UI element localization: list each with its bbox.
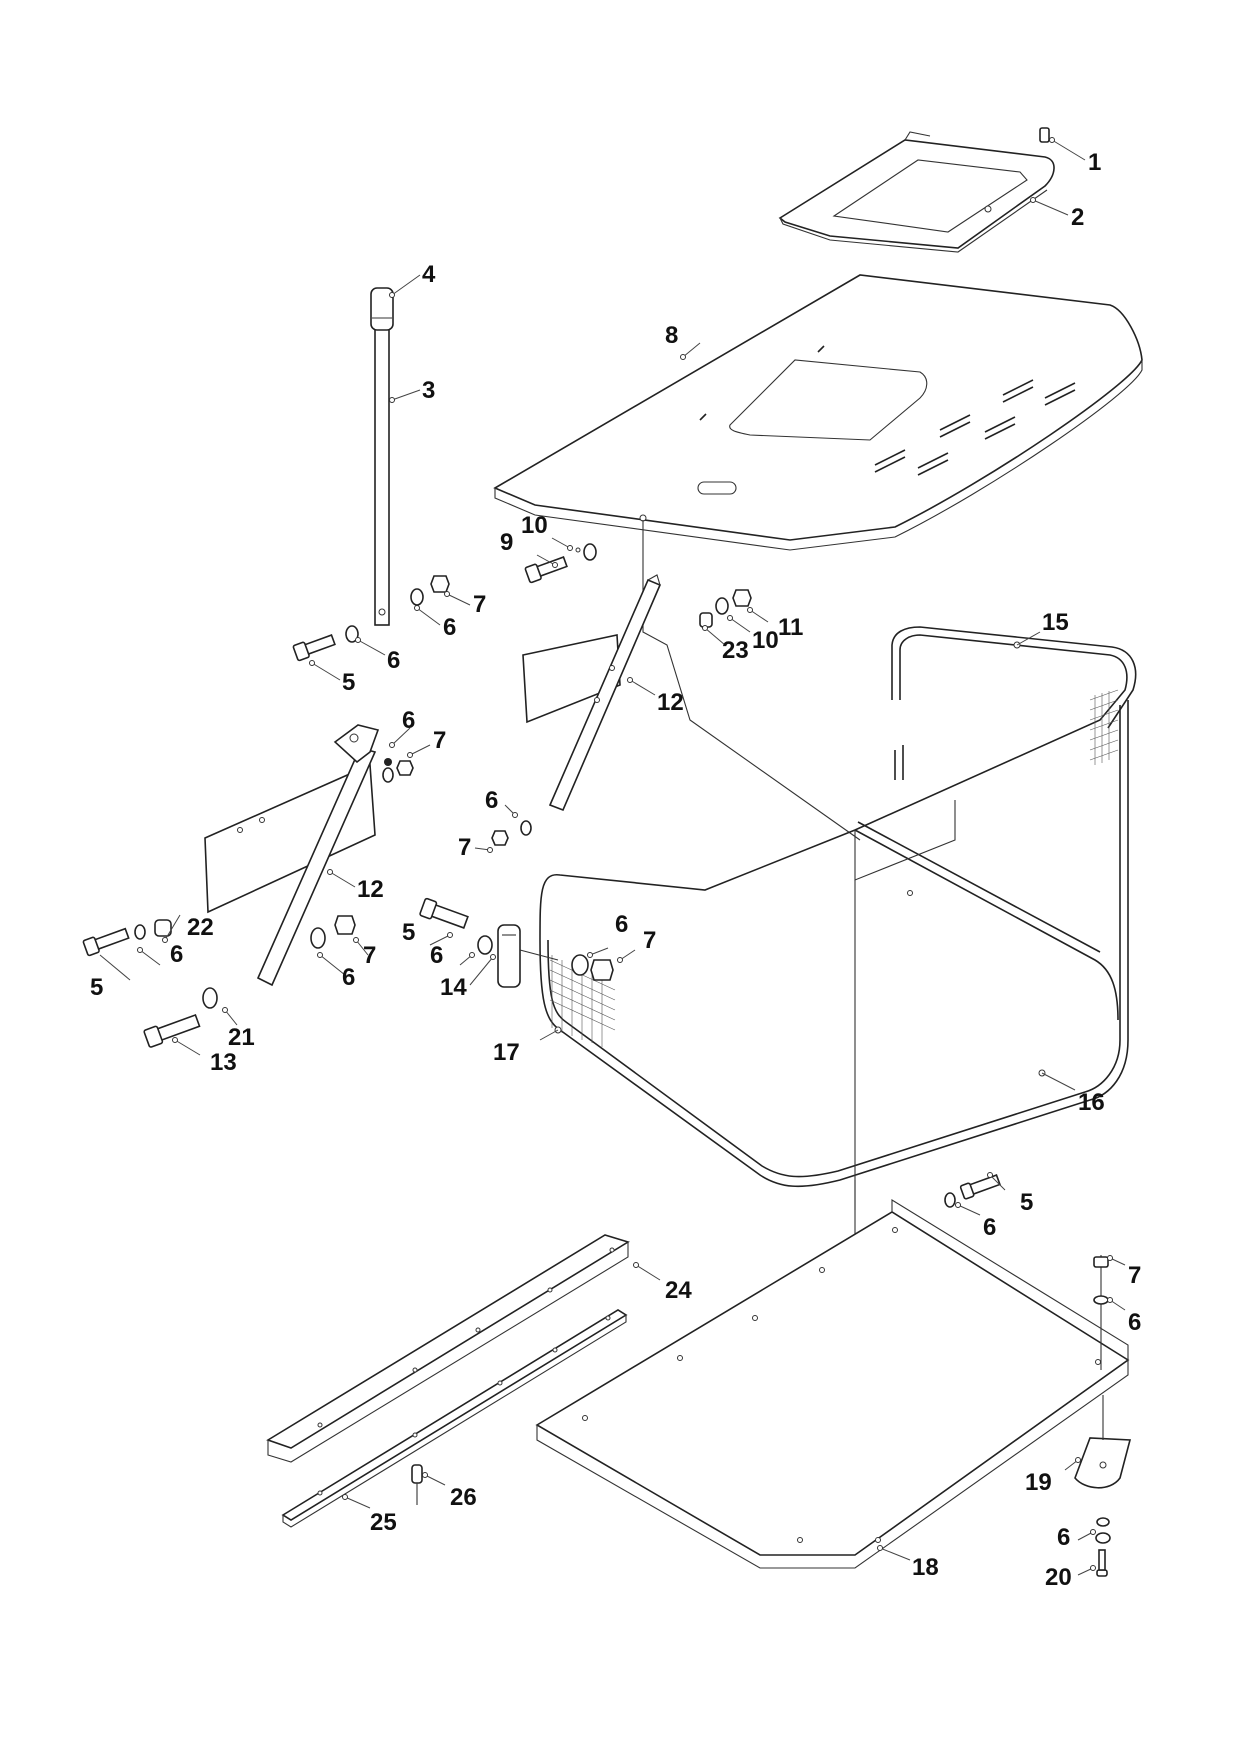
rail-part-24 — [266, 1234, 630, 1463]
callout-6-rod-lower: 6 — [387, 647, 400, 674]
callout-7-bracket-left: 7 — [363, 942, 376, 969]
cover-plate-part-2 — [778, 131, 1055, 253]
callout-15: 15 — [1042, 609, 1069, 636]
callout-25: 25 — [370, 1509, 397, 1536]
callout-6-post: 6 — [1128, 1309, 1141, 1336]
callout-18: 18 — [912, 1554, 939, 1581]
bracket-part-12-right — [522, 574, 662, 812]
callout-1: 1 — [1088, 149, 1101, 176]
callout-19: 19 — [1025, 1469, 1052, 1496]
bolt-post-right — [1093, 1255, 1109, 1370]
callout-12-left: 12 — [357, 876, 384, 903]
foot-pad-part-19 — [1074, 1395, 1132, 1489]
mesh-patch-upper-right — [1089, 689, 1119, 765]
callout-14: 14 — [440, 974, 467, 1001]
callout-6-bracket-right: 6 — [485, 787, 498, 814]
callout-24: 24 — [665, 1277, 692, 1304]
callout-23: 23 — [722, 637, 749, 664]
callout-7-bracket-left-top: 7 — [433, 727, 446, 754]
rod-part-3 — [370, 287, 394, 626]
callout-10-upper: 10 — [521, 512, 548, 539]
bolt-part-20 — [1096, 1517, 1110, 1577]
callout-12-right: 12 — [657, 689, 684, 716]
callout-5-left: 5 — [90, 974, 103, 1001]
latch-part-14 — [497, 924, 559, 988]
knob-part-1 — [1039, 127, 1050, 143]
callout-11: 11 — [778, 614, 803, 641]
top-deck-part-8 — [493, 274, 1143, 551]
callout-5-lower-right: 5 — [1020, 1189, 1033, 1216]
callout-6-mid: 6 — [430, 942, 443, 969]
mesh-frame-part-16 — [539, 626, 1137, 1235]
callout-22: 22 — [187, 914, 214, 941]
callout-6-rod-upper: 6 — [443, 614, 456, 641]
callout-21: 21 — [228, 1024, 255, 1051]
callout-7-bracket-right: 7 — [458, 834, 471, 861]
callout-9: 9 — [500, 529, 513, 556]
callout-16: 16 — [1078, 1089, 1105, 1116]
callout-6-frame: 6 — [615, 911, 628, 938]
callout-6-lower-right: 6 — [983, 1214, 996, 1241]
callout-6-foot: 6 — [1057, 1524, 1070, 1551]
callout-3: 3 — [422, 377, 435, 404]
callout-6-left: 6 — [170, 941, 183, 968]
callout-17: 17 — [493, 1039, 520, 1066]
callout-4: 4 — [422, 261, 436, 288]
callout-7-rod: 7 — [473, 591, 486, 618]
callout-13: 13 — [210, 1049, 237, 1076]
callout-20: 20 — [1045, 1564, 1072, 1591]
rail-part-25 — [281, 1309, 628, 1528]
callout-2: 2 — [1071, 204, 1084, 231]
callout-6-bracket-left: 6 — [342, 964, 355, 991]
callout-5-rod: 5 — [342, 669, 355, 696]
leader-lines — [99, 137, 1126, 1576]
callout-labels: 1 2 4 3 8 10 9 7 6 6 5 11 10 23 15 12 6 … — [90, 149, 1141, 1591]
callout-10-lower: 10 — [752, 627, 779, 654]
callout-8: 8 — [665, 322, 678, 349]
callout-7-frame: 7 — [643, 927, 656, 954]
callout-6-bracket-left-top: 6 — [402, 707, 415, 734]
bracket-part-12-left — [204, 724, 380, 987]
assembly-line — [642, 520, 861, 841]
callout-7-post: 7 — [1128, 1262, 1141, 1289]
callout-26: 26 — [450, 1484, 477, 1511]
callout-5-mid: 5 — [402, 919, 415, 946]
rivet-part-26 — [411, 1464, 423, 1505]
fasteners — [82, 543, 1111, 1544]
base-plate-part-18 — [535, 1199, 1130, 1569]
